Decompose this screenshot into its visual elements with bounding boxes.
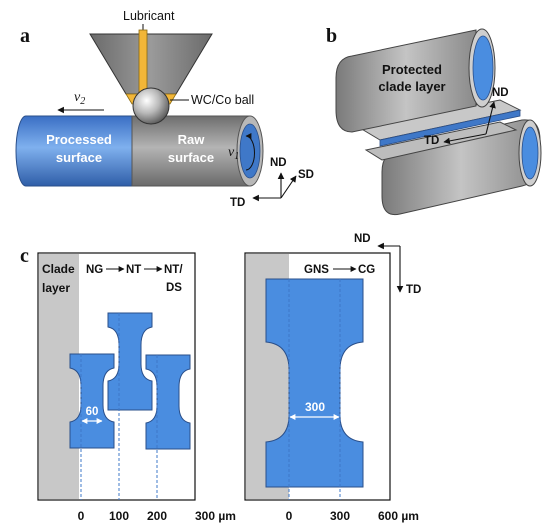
lower-curl-bore [521, 126, 539, 180]
wcco-ball [132, 87, 170, 125]
v2-symbol: v2 [74, 90, 85, 107]
tick-left-0: 0 [78, 509, 85, 523]
processed-label-1: Processed [46, 132, 112, 147]
b-axis-td-arrow [443, 133, 487, 145]
lubricant-label: Lubricant [123, 9, 175, 23]
seq-cg: CG [358, 264, 375, 276]
c-axis-nd-label: ND [354, 233, 371, 245]
clade-label-2: layer [42, 281, 70, 295]
right-box: GNS CG 300 0 300 600 µm ND TD [244, 233, 421, 523]
b-axis-nd-arrow [485, 101, 496, 135]
axis-nd-label: ND [270, 157, 287, 169]
middle-sheet-2 [364, 121, 518, 161]
lubricant-channel [138, 29, 148, 95]
middle-sheet-edge [379, 109, 521, 147]
protected-label-2: clade layer [378, 79, 445, 94]
width-300-label: 300 [305, 400, 325, 414]
width-60-label: 60 [86, 406, 99, 418]
panel-a-letter: a [20, 25, 30, 47]
tool-holder [89, 33, 213, 95]
panel-b-letter: b [326, 25, 337, 47]
processed-label-2: surface [56, 150, 102, 165]
left-box: Clade layer NG NT NT/ DS 60 0 100 200 30… [37, 252, 236, 523]
tick-right-0: 0 [286, 509, 293, 523]
b-axis-nd-label: ND [492, 87, 509, 99]
tick-left-200: 200 [147, 509, 167, 523]
tick-right-300: 300 [330, 509, 350, 523]
seq-gns: GNS [304, 264, 329, 276]
v1-rotation-arrow [245, 133, 255, 171]
raw-label-2: surface [168, 150, 214, 165]
seq-ds: DS [166, 282, 182, 294]
tick-left-300: 300 µm [195, 509, 236, 523]
upper-cylinder [335, 29, 477, 133]
tick-right-600: 600 µm [378, 509, 419, 523]
seq-ng: NG [86, 264, 103, 276]
axis-sd-arrow [280, 175, 297, 199]
c-axis-td-label: TD [406, 284, 421, 296]
processed-cylinder [15, 115, 133, 187]
ball-label: WC/Co ball [191, 93, 254, 107]
axis-sd-label: SD [298, 169, 314, 181]
b-axis-td-label: TD [424, 135, 439, 147]
raw-label-1: Raw [178, 132, 206, 147]
panel-b: b Protected clade layer ND TD [326, 25, 542, 216]
seq-nt2: NT/ [164, 264, 183, 276]
panel-c: c Clade layer NG NT NT/ DS 60 0 [20, 233, 421, 523]
cylinder-bore [239, 123, 261, 179]
v1-symbol: v1 [228, 145, 239, 162]
panel-c-letter: c [20, 245, 29, 267]
left-clade-region [39, 254, 79, 499]
clade-label-1: Clade [42, 262, 75, 276]
seq-nt: NT [126, 264, 141, 276]
specimen-large [265, 278, 364, 488]
panel-a: a Lubricant WC/Co ball v2 Processed surf… [15, 9, 314, 209]
protected-label-1: Protected [382, 62, 442, 77]
tick-left-100: 100 [109, 509, 129, 523]
axis-td-label: TD [230, 197, 245, 209]
upper-cylinder-bore [472, 35, 494, 101]
